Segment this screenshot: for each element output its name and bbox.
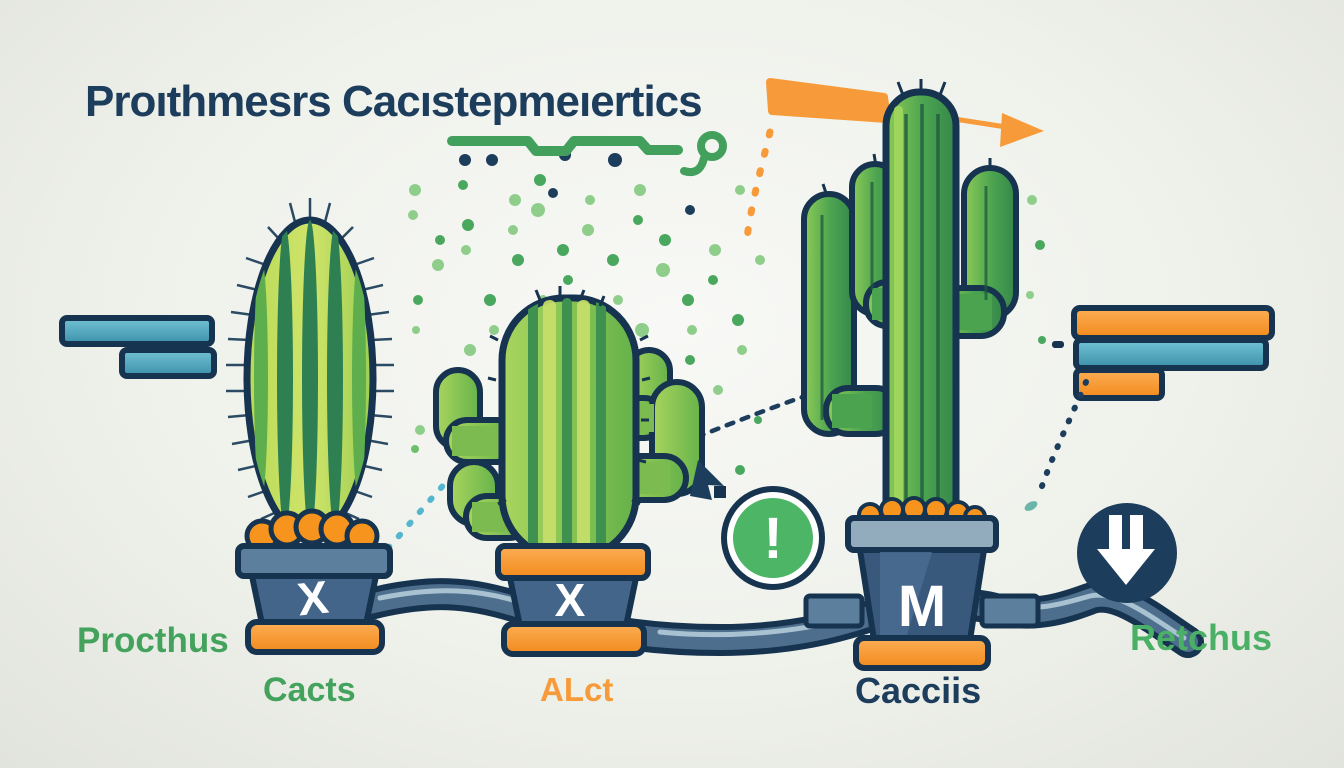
double-down-arrow-icon	[1077, 503, 1177, 603]
orange-arrow	[743, 78, 1044, 242]
pot-1-letter: X	[295, 571, 331, 626]
navy-dashed-middle	[694, 379, 851, 440]
bar-group-left	[59, 315, 217, 379]
navy-dotted-right	[1035, 379, 1089, 501]
right-bar-1	[1071, 305, 1275, 341]
label-procthus: Procthus	[77, 621, 229, 660]
circuit-trace	[447, 131, 727, 177]
cactus-1	[226, 198, 394, 540]
pot-2-letter: X	[555, 574, 586, 626]
bar-group-right	[1052, 305, 1275, 401]
pot-3: M	[845, 496, 999, 671]
ground-ribbon	[346, 578, 1204, 658]
left-bar-2	[119, 347, 217, 379]
cursor-arrow-icon	[690, 460, 724, 500]
pot-1: X	[235, 508, 393, 655]
label-cacciis: Cacciis	[855, 670, 981, 711]
label-cacts: Cacts	[263, 671, 356, 709]
exclamation-circle-icon: !	[714, 486, 825, 590]
label-retchus: Retchus	[1130, 617, 1272, 658]
saguaro-spines	[821, 79, 992, 197]
cactus-1-spines	[226, 198, 394, 521]
pot-3-letter: M	[898, 574, 946, 639]
orange-dotted-trail	[743, 128, 774, 242]
cactus-3-saguaro	[801, 79, 1019, 566]
dotted-connectors	[385, 379, 1089, 551]
left-bar-1	[59, 315, 215, 347]
cactus-2-spines	[487, 286, 651, 506]
teal-dotted-left	[385, 475, 453, 551]
pot-3-base	[853, 635, 991, 671]
right-bar-3	[1073, 367, 1165, 401]
pot-3-rim	[845, 515, 999, 553]
label-alct: ALct	[540, 671, 613, 708]
alert-glyph: !	[763, 506, 782, 571]
pot-1-base	[245, 619, 385, 655]
cactus-2	[433, 286, 705, 562]
pot-2: X	[495, 543, 651, 657]
pot-3-stubs	[803, 593, 1041, 629]
pot-2-base	[501, 621, 647, 657]
right-bar-2	[1073, 337, 1269, 371]
page-title: Proıthmesrs Cacıstepmeıertics	[85, 77, 702, 126]
